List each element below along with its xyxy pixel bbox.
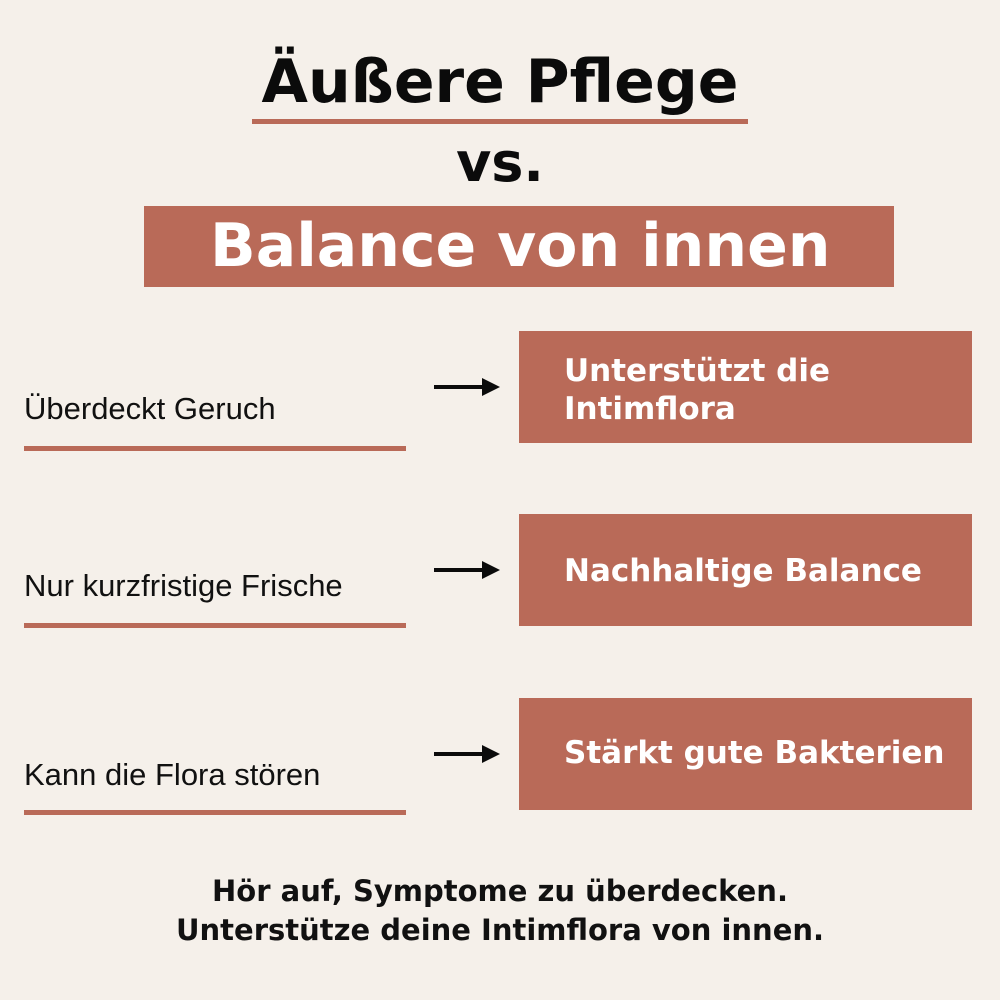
title-underline	[252, 119, 748, 124]
row-3-underline	[24, 810, 406, 815]
row-3-benefit-text: Stärkt gute Bakterien	[564, 735, 945, 771]
arrow-right-icon	[434, 745, 500, 763]
page-title: Äußere Pflege	[261, 47, 739, 117]
row-1-left-label: Überdeckt Geruch	[24, 391, 276, 426]
row-1-benefit-line-1: Unterstützt die	[564, 353, 831, 389]
arrow-right-icon	[434, 561, 500, 579]
row-3-benefit-box	[519, 698, 972, 810]
row-2-benefit-box	[519, 514, 972, 626]
row-1-underline	[24, 446, 406, 451]
footer-line-1: Hör auf, Symptome zu überdecken.	[212, 874, 788, 908]
row-2-benefit-text: Nachhaltige Balance	[564, 553, 922, 589]
row-1-benefit-line-2: Intimflora	[564, 391, 736, 427]
row-2-left-label: Nur kurzfristige Frische	[24, 568, 343, 603]
footer-line-2: Unterstütze deine Intimflora von innen.	[175, 913, 825, 947]
row-2-underline	[24, 623, 406, 628]
versus-label: vs.	[456, 131, 544, 194]
row-1-benefit-text: Unterstützt die Intimflora	[564, 352, 964, 428]
row-3-left-label: Kann die Flora stören	[24, 757, 321, 792]
banner-title: Balance von innen	[210, 211, 831, 281]
arrow-right-icon	[434, 378, 500, 396]
banner-background	[144, 206, 894, 287]
row-1-benefit-box	[519, 331, 972, 443]
